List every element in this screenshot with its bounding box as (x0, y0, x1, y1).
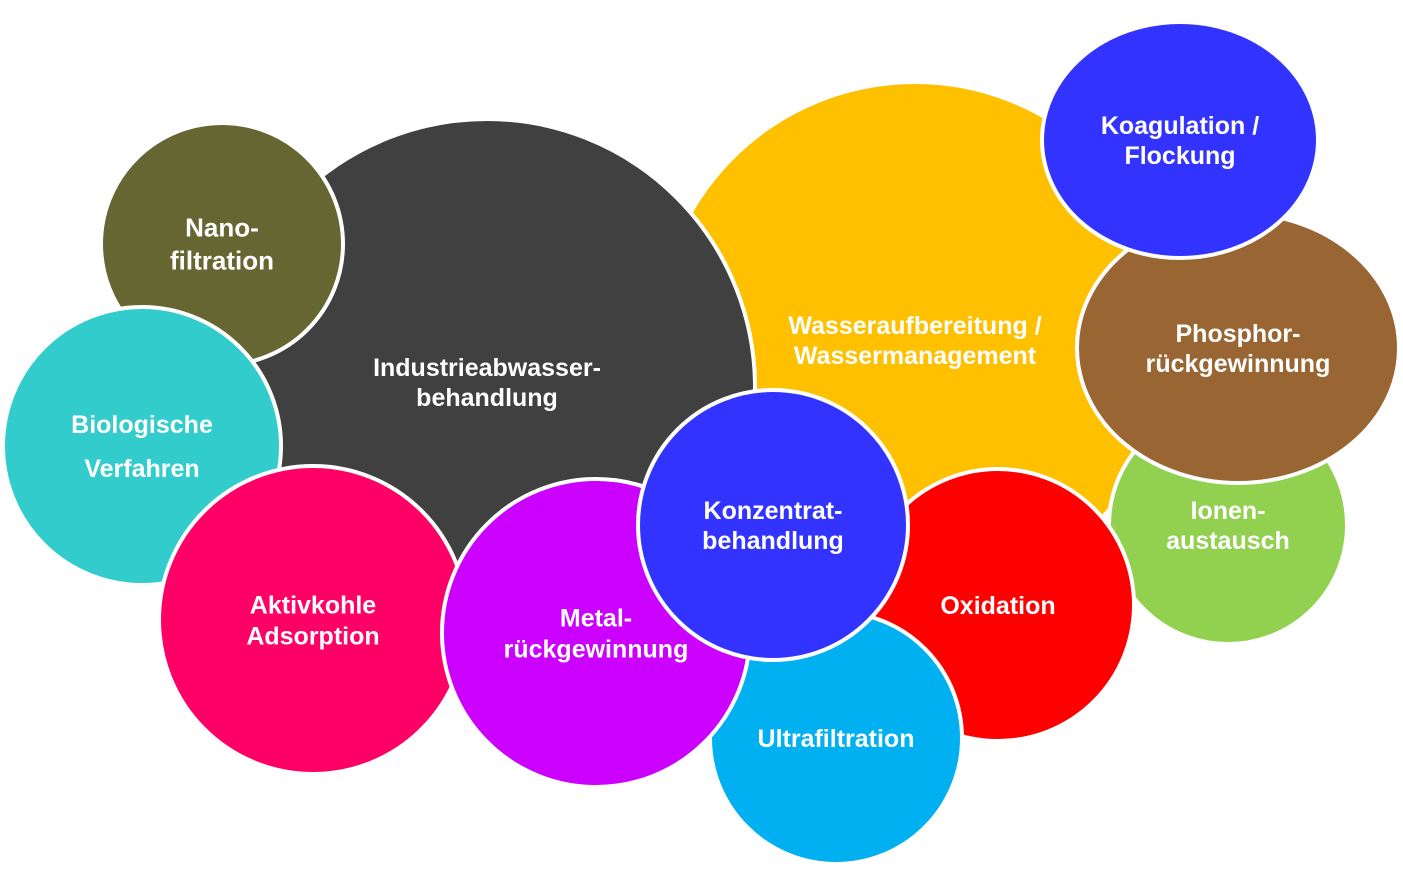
bubble-shape-konzentratbehandlung (636, 388, 910, 662)
bubble-label-konzentratbehandlung-line-2: behandlung (702, 527, 844, 555)
bubble-label-nanofiltration-line-1: Nano- (185, 213, 259, 243)
bubble-label-ionenaustausch-line-2: austausch (1166, 527, 1290, 555)
bubble-label-oxidation-line-1: Oxidation (940, 592, 1055, 620)
bubble-label-koagulation-flockung-line-2: Flockung (1124, 142, 1235, 170)
bubble-label-koagulation-flockung-line-1: Koagulation / (1101, 112, 1259, 140)
bubble-shape-aktivkohle-adsorption (157, 464, 469, 776)
bubble-shape-koagulation-flockung (1040, 20, 1320, 260)
bubble-label-phosphorrueckgewinnung-line-2: rückgewinnung (1146, 350, 1331, 378)
bubble-label-biologische-verfahren-line-1: Biologische (71, 411, 213, 439)
bubble-label-industrieabwasser-line-1: Industrieabwasser- (373, 354, 601, 382)
bubble-konzentratbehandlung: Konzentrat-behandlung (636, 388, 910, 662)
bubble-label-ionenaustausch-line-1: Ionen- (1191, 497, 1266, 525)
bubble-label-konzentratbehandlung-line-1: Konzentrat- (704, 497, 843, 525)
bubble-koagulation-flockung: Koagulation /Flockung (1040, 20, 1320, 260)
bubble-label-biologische-verfahren-line-2: Verfahren (84, 455, 199, 483)
bubble-label-ultrafiltration-line-1: Ultrafiltration (758, 725, 915, 753)
bubble-label-wasseraufbereitung-line-1: Wasseraufbereitung / (788, 312, 1041, 340)
bubble-label-phosphorrueckgewinnung-line-1: Phosphor- (1176, 320, 1301, 348)
bubble-phosphorrueckgewinnung: Phosphor-rückgewinnung (1075, 211, 1401, 485)
bubble-label-nanofiltration-line-2: filtration (170, 246, 274, 276)
bubble-label-aktivkohle-adsorption-line-2: Adsorption (246, 622, 379, 650)
bubble-label-wasseraufbereitung-line-2: Wassermanagement (794, 342, 1037, 370)
bubble-label-aktivkohle-adsorption-line-1: Aktivkohle (250, 591, 377, 619)
bubble-nanofiltration: Nano-filtration (99, 121, 345, 367)
bubble-label-metallrueckgewinnung-line-1: Metal- (560, 604, 632, 632)
bubble-label-industrieabwasser-line-2: behandlung (416, 384, 558, 412)
bubble-label-metallrueckgewinnung-line-2: rückgewinnung (504, 635, 689, 663)
bubble-shape-phosphorrueckgewinnung (1075, 211, 1401, 485)
